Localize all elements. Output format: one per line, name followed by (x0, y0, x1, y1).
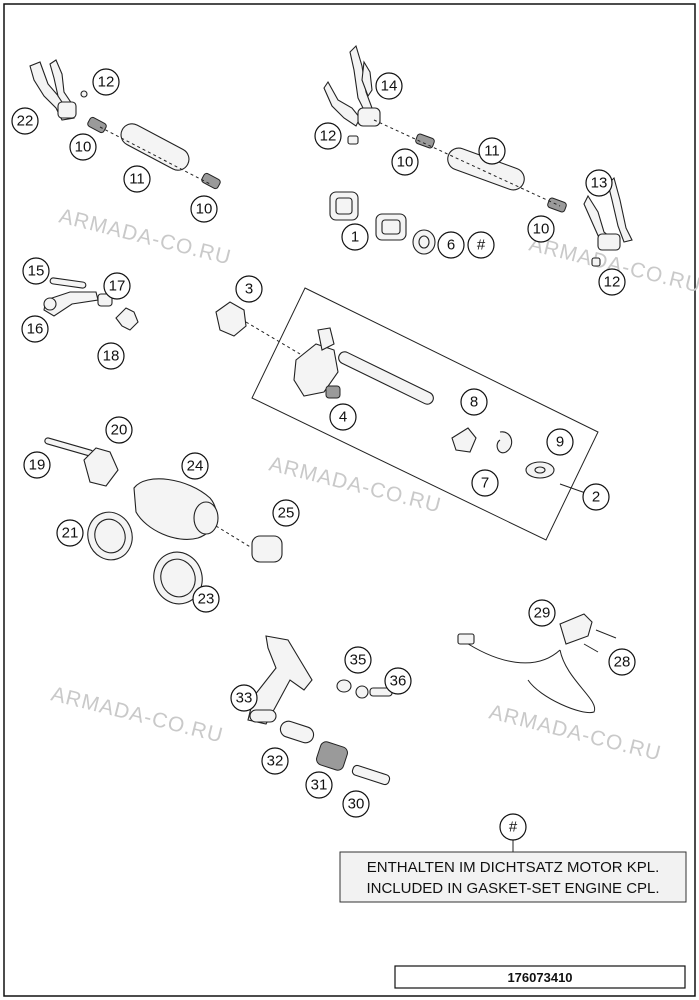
callout-22: 22 (11, 107, 39, 135)
svg-text:14: 14 (381, 78, 398, 95)
svg-text:13: 13 (591, 175, 608, 192)
svg-text:33: 33 (236, 690, 253, 707)
svg-text:3: 3 (245, 281, 253, 298)
callout-17: 17 (103, 272, 131, 300)
svg-text:10: 10 (397, 154, 414, 171)
svg-text:23: 23 (198, 591, 215, 608)
callout-36: 36 (384, 667, 412, 695)
callout-8: 8 (460, 388, 488, 416)
callout-hash: # (467, 231, 495, 259)
callout-19: 19 (23, 451, 51, 479)
callout-10: 10 (69, 133, 97, 161)
document-number: 176073410 (507, 970, 572, 985)
svg-text:11: 11 (129, 171, 145, 188)
note-marker: # (499, 813, 527, 841)
callout-12: 12 (314, 122, 342, 150)
svg-text:36: 36 (390, 673, 407, 690)
shift-lever-assembly (247, 635, 393, 786)
callout-10: 10 (527, 215, 555, 243)
callout-12: 12 (598, 268, 626, 296)
note-box (339, 851, 687, 903)
svg-text:10: 10 (196, 201, 213, 218)
svg-text:10: 10 (533, 221, 550, 238)
callout-11: 11 (478, 137, 506, 165)
svg-text:17: 17 (109, 278, 126, 295)
callouts: 1 2 3 4 6 # 7 8 9 10 10 10 10 11 11 12 1… (11, 68, 636, 818)
svg-text:11: 11 (484, 143, 500, 160)
callout-16: 16 (21, 315, 49, 343)
locking-lever-assembly (43, 277, 139, 331)
svg-text:28: 28 (614, 654, 631, 671)
callout-3: 3 (235, 275, 263, 303)
svg-text:15: 15 (28, 263, 45, 280)
svg-text:#: # (509, 819, 518, 836)
callout-9: 9 (546, 428, 574, 456)
callout-14: 14 (375, 72, 403, 100)
svg-text:12: 12 (98, 74, 115, 91)
svg-text:30: 30 (348, 796, 365, 813)
svg-text:1: 1 (351, 229, 359, 246)
callout-20: 20 (105, 416, 133, 444)
gasket-set-note: # ENTHALTEN IM DICHTSATZ MOTOR KPL. INCL… (339, 813, 687, 903)
callout-1: 1 (341, 223, 369, 251)
callout-15: 15 (22, 257, 50, 285)
svg-text:25: 25 (278, 505, 295, 522)
callout-10: 10 (190, 195, 218, 223)
shift-fork-right-assembly (323, 44, 633, 267)
callout-29: 29 (528, 599, 556, 627)
callout-35: 35 (344, 646, 372, 674)
callout-21: 21 (56, 519, 84, 547)
svg-text:19: 19 (29, 457, 46, 474)
svg-text:32: 32 (267, 753, 284, 770)
note-line-2: INCLUDED IN GASKET-SET ENGINE CPL. (366, 880, 659, 897)
svg-text:7: 7 (481, 475, 489, 492)
svg-text:24: 24 (187, 458, 204, 475)
svg-text:20: 20 (111, 422, 128, 439)
shift-shaft-group (215, 287, 599, 541)
svg-text:8: 8 (470, 394, 478, 411)
callout-2: 2 (582, 483, 610, 511)
callout-28: 28 (608, 648, 636, 676)
gear-position-sensor (457, 613, 617, 714)
note-line-1: ENTHALTEN IM DICHTSATZ MOTOR KPL. (367, 859, 660, 876)
diagram-frame (3, 3, 696, 997)
svg-text:35: 35 (350, 652, 367, 669)
callout-12: 12 (92, 68, 120, 96)
watermark: ARMADA-CO.RU (49, 683, 226, 748)
svg-text:#: # (477, 237, 486, 254)
callout-33: 33 (230, 684, 258, 712)
shift-drum-assembly (44, 437, 283, 605)
svg-text:18: 18 (103, 348, 120, 365)
callout-31: 31 (305, 771, 333, 799)
callout-13: 13 (585, 169, 613, 197)
svg-text:16: 16 (27, 321, 44, 338)
svg-text:6: 6 (447, 237, 455, 254)
svg-text:29: 29 (534, 605, 551, 622)
callout-30: 30 (342, 790, 370, 818)
svg-text:10: 10 (75, 139, 92, 156)
document-number-box: 176073410 (394, 965, 686, 989)
svg-text:12: 12 (604, 274, 621, 291)
svg-text:4: 4 (339, 409, 347, 426)
svg-text:12: 12 (320, 128, 337, 145)
callout-7: 7 (471, 469, 499, 497)
callout-6: 6 (437, 231, 465, 259)
callout-10: 10 (391, 148, 419, 176)
svg-text:2: 2 (592, 489, 600, 506)
callout-18: 18 (97, 342, 125, 370)
svg-text:9: 9 (556, 434, 564, 451)
callout-32: 32 (261, 747, 289, 775)
callout-24: 24 (181, 452, 209, 480)
callout-11: 11 (123, 165, 151, 193)
svg-text:31: 31 (311, 777, 328, 794)
callout-4: 4 (329, 403, 357, 431)
callout-25: 25 (272, 499, 300, 527)
svg-text:22: 22 (17, 113, 34, 130)
shift-fork-left-assembly (29, 59, 221, 190)
callout-23: 23 (192, 585, 220, 613)
svg-text:21: 21 (62, 525, 79, 542)
